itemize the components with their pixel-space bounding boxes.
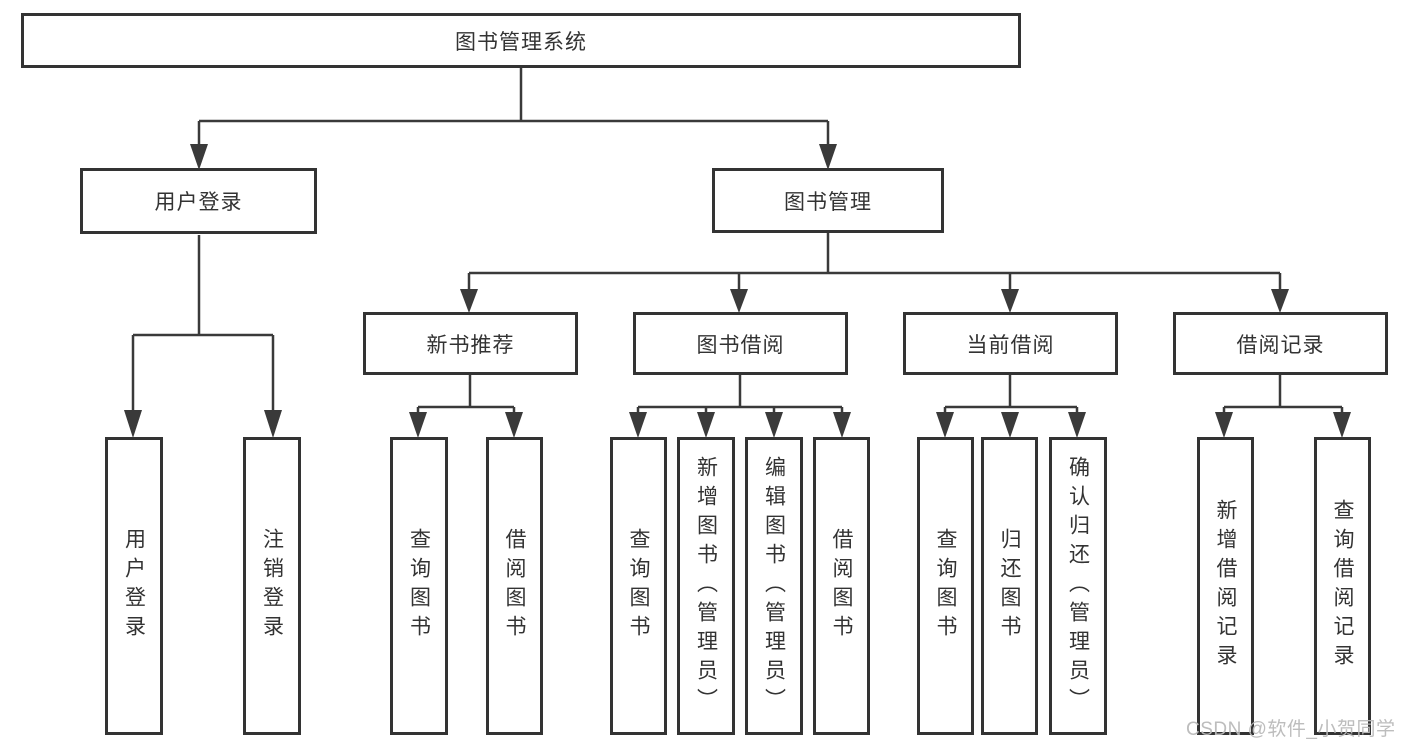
leaf-cb-confirm-return-admin: 确认归还（管理员） <box>1049 437 1107 735</box>
node-current-borrowing: 当前借阅 <box>903 312 1118 375</box>
leaf-br-query-record: 查询借阅记录 <box>1314 437 1371 735</box>
node-book-management: 图书管理 <box>712 168 944 233</box>
root-node: 图书管理系统 <box>21 13 1021 68</box>
leaf-nbr-borrow-books: 借阅图书 <box>486 437 543 735</box>
leaf-bb-edit-books-admin: 编辑图书（管理员） <box>745 437 803 735</box>
leaf-cb-return-books: 归还图书 <box>981 437 1038 735</box>
csdn-watermark: CSDN @软件_小贺同学 <box>1186 719 1396 740</box>
leaf-bb-add-books-admin: 新增图书（管理员） <box>677 437 735 735</box>
leaf-bb-query-books: 查询图书 <box>610 437 667 735</box>
leaf-nbr-query-books: 查询图书 <box>390 437 448 735</box>
node-new-book-recommend: 新书推荐 <box>363 312 578 375</box>
node-user-login: 用户登录 <box>80 168 317 234</box>
node-book-borrowing: 图书借阅 <box>633 312 848 375</box>
leaf-br-add-record: 新增借阅记录 <box>1197 437 1254 735</box>
leaf-logout: 注销登录 <box>243 437 301 735</box>
leaf-user-login: 用户登录 <box>105 437 163 735</box>
node-borrow-records: 借阅记录 <box>1173 312 1388 375</box>
leaf-bb-borrow-books: 借阅图书 <box>813 437 870 735</box>
leaf-cb-query-books: 查询图书 <box>917 437 974 735</box>
